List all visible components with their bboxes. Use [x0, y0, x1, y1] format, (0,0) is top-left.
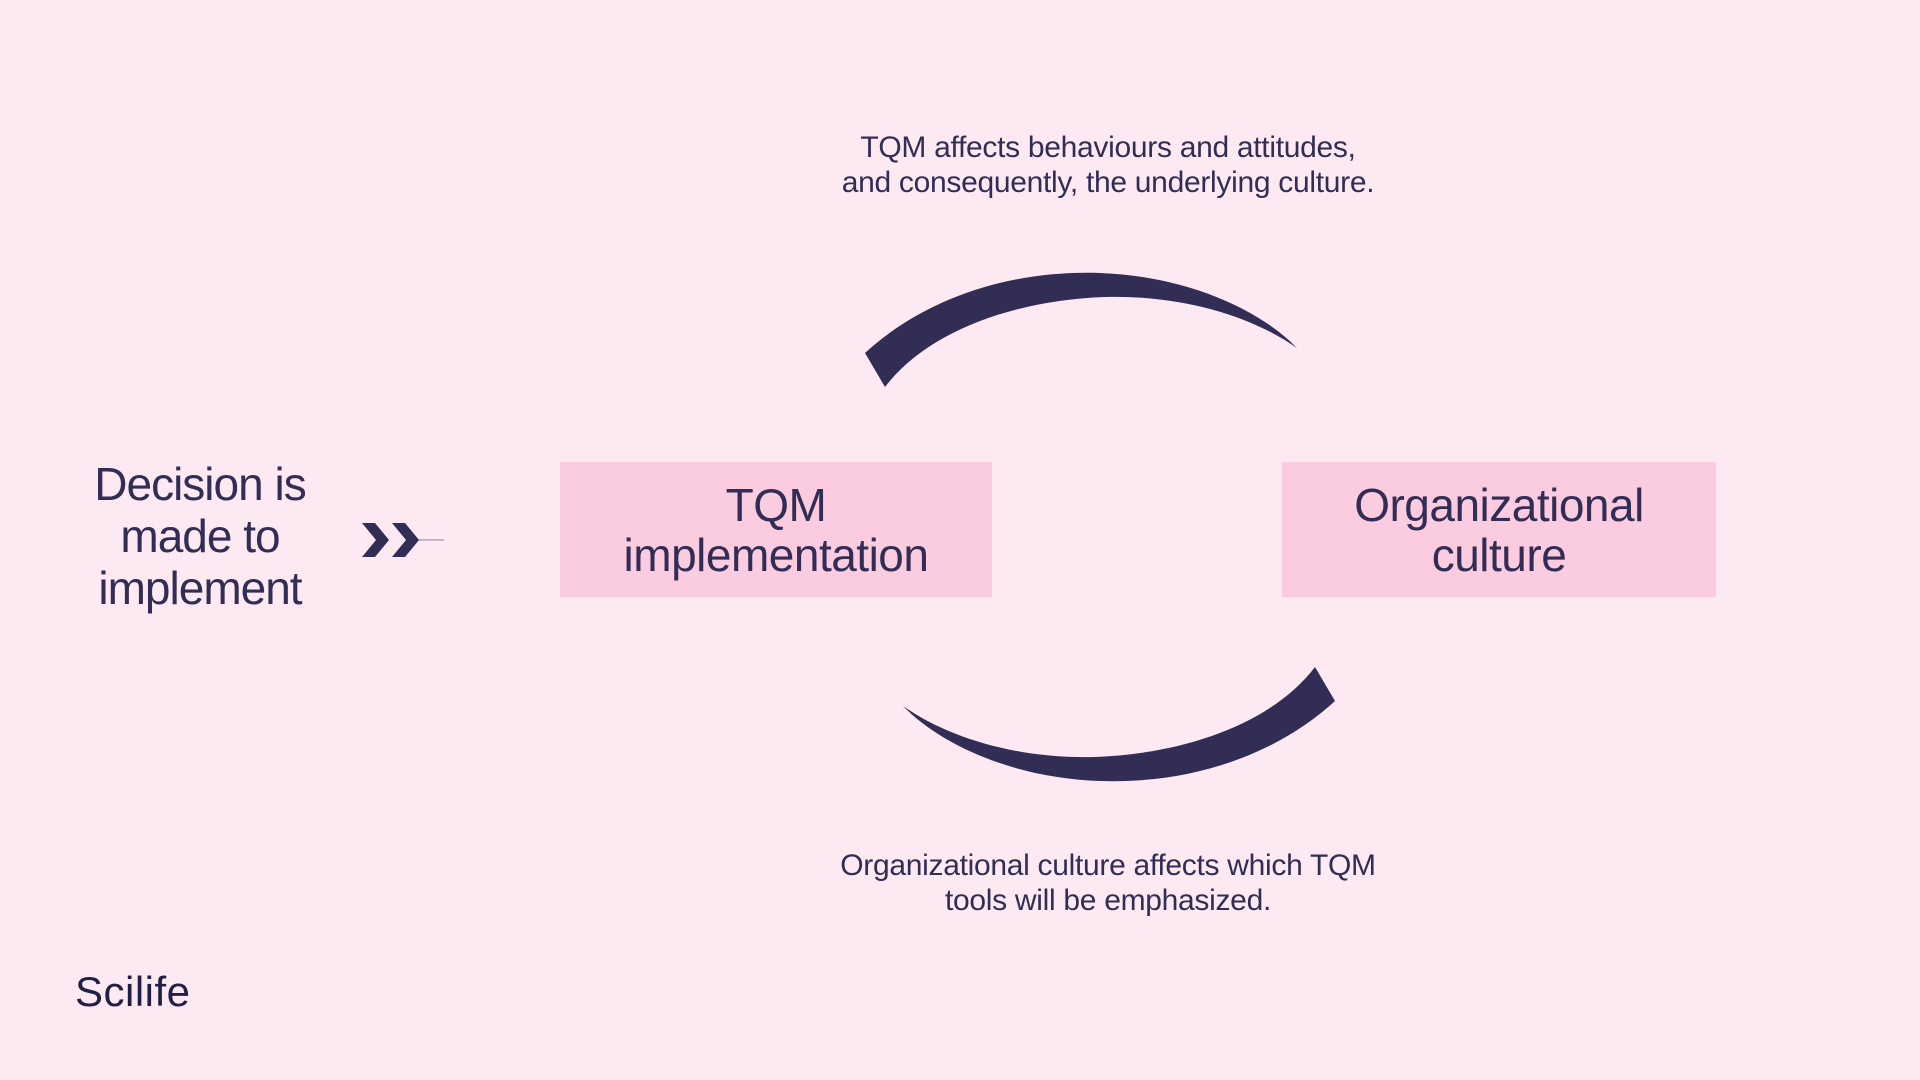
decision-step-line-2: made to [120, 510, 280, 562]
double-chevron-right-icon [362, 523, 444, 557]
chevron-1 [362, 523, 389, 557]
top-caption-line-1: TQM affects behaviours and attitudes, [860, 131, 1356, 164]
decision-step-line-3: implement [98, 562, 302, 614]
top-caption-line-2: and consequently, the underlying culture… [841, 166, 1375, 199]
cycle-arc-bottom-icon [903, 667, 1335, 782]
chevron-2 [392, 523, 419, 557]
organizational-culture-box: Organizational culture [1282, 462, 1716, 597]
tqm-implementation-box: TQM implementation [560, 462, 992, 597]
culture-box-line-1: Organizational [1354, 478, 1644, 531]
cycle-arc-top-icon [865, 272, 1297, 387]
scilife-logo: Scilife [75, 968, 191, 1015]
top-caption: TQM affects behaviours and attitudes, an… [758, 130, 1458, 200]
bottom-caption: Organizational culture affects which TQM… [758, 848, 1458, 918]
culture-box-line-2: culture [1431, 528, 1567, 581]
decision-step-line-1: Decision is [94, 458, 306, 510]
tqm-box-line-1: TQM [725, 478, 827, 531]
bottom-caption-line-2: tools will be emphasized. [944, 884, 1271, 917]
tqm-box-line-2: implementation [623, 528, 929, 581]
decision-step-label: Decision is made to implement [40, 458, 360, 614]
chevron-tail-line [417, 539, 444, 541]
bottom-caption-line-1: Organizational culture affects which TQM [840, 849, 1376, 882]
